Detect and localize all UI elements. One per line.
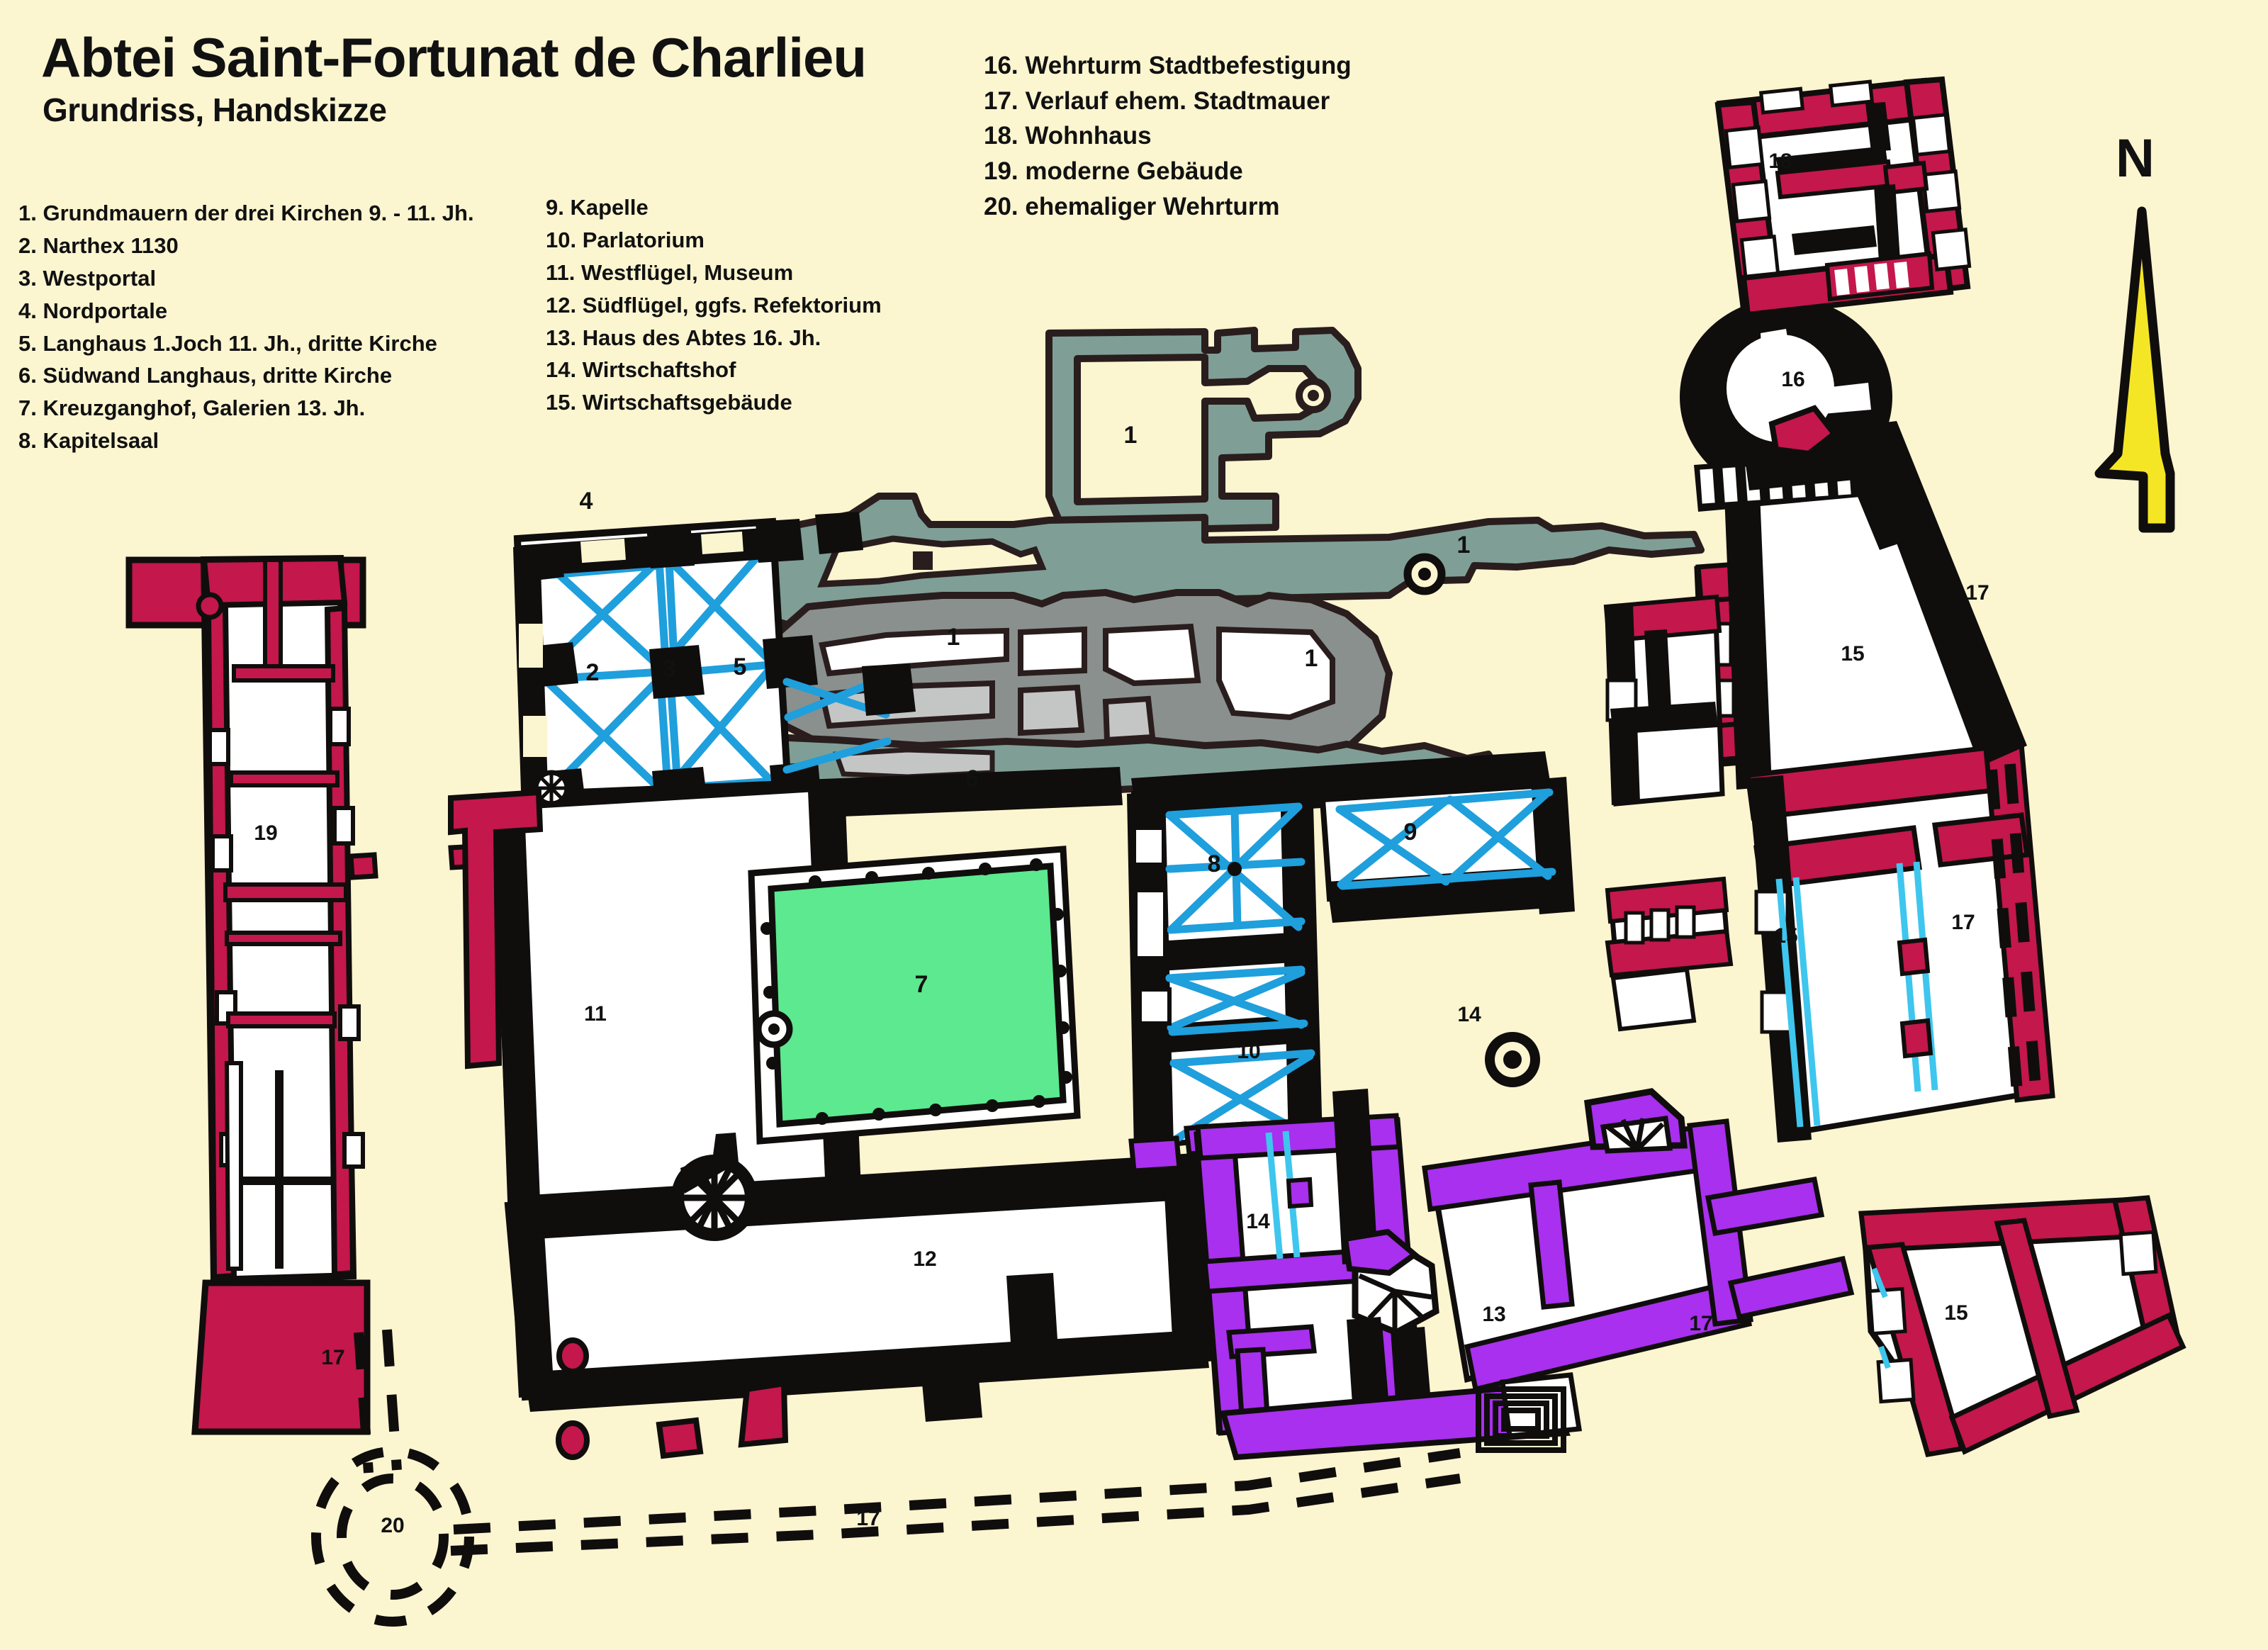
page-subtitle: Grundriss, Handskizze: [43, 91, 387, 128]
map-number-city-wall-17a: 17: [1965, 581, 1989, 605]
map-number-city-wall-17b: 17: [1951, 911, 1975, 934]
legend-column-2: 9. Kapelle 10. Parlatorium 11. Westflüge…: [546, 191, 882, 419]
legend-item: 9. Kapelle: [546, 195, 649, 220]
legend-item: 19. moderne Gebäude: [984, 157, 1243, 186]
legend-item: 18. Wohnhaus: [984, 122, 1152, 150]
map-number-north-portals-4: 4: [580, 488, 593, 515]
map-number-nave-bay-5: 5: [734, 653, 747, 680]
page-title: Abtei Saint-Fortunat de Charlieu: [41, 26, 867, 89]
north-label: N: [2116, 128, 2155, 189]
legend-item: 2. Narthex 1130: [18, 232, 179, 258]
legend-item: 1. Grundmauern der drei Kirchen 9. - 11.…: [18, 201, 474, 225]
map-number-city-tower-16: 16: [1781, 368, 1804, 391]
legend-item: 15. Wirtschaftsgebäude: [546, 390, 792, 415]
legend-item: 8. Kapitelsaal: [18, 428, 159, 454]
map-number-city-wall-17d: 17: [321, 1346, 344, 1369]
map-number-cloister-garth-7: 7: [915, 971, 928, 998]
legend-item: 12. Südflügel, ggfs. Refektorium: [546, 292, 882, 318]
map-number-church-nave-1: 1: [1124, 422, 1138, 449]
tower-16-city-fortification: [1680, 298, 1892, 512]
north-arrow-icon: [2094, 206, 2175, 533]
farm-buildings-15: [1603, 422, 2186, 1457]
legend-column-1: 1. Grundmauern der drei Kirchen 9. - 11.…: [18, 197, 474, 457]
cloister-garth-7-block: [748, 846, 1081, 1145]
map-number-south-wing-12: 12: [913, 1247, 936, 1271]
legend-item: 5. Langhaus 1.Joch 11. Jh., dritte Kirch…: [18, 330, 437, 356]
legend-item: 11. Westflügel, Museum: [546, 259, 794, 285]
map-number-city-wall-17c: 17: [1689, 1312, 1712, 1335]
map-number-chapter-house-8: 8: [1208, 851, 1221, 877]
map-number-farmyard-14: 14: [1457, 1003, 1481, 1026]
building-19-modern: [125, 554, 481, 1435]
church-foundations-1: [753, 327, 1705, 796]
map-number-narthex-2: 2: [586, 659, 600, 686]
map-number-church-crossing-1: 1: [947, 624, 960, 651]
map-number-modern-19: 19: [254, 821, 277, 845]
map-number-west-portal-3: 3: [663, 656, 676, 683]
map-number-farm-building-15c: 15: [1944, 1301, 1967, 1325]
legend-item: 3. Westportal: [18, 265, 157, 291]
map-number-south-wall-6: 6: [966, 765, 979, 792]
legend-item: 13. Haus des Abtes 16. Jh.: [546, 325, 821, 350]
legend-item: 10. Parlatorium: [546, 227, 704, 252]
city-wall-17: [311, 421, 2043, 1627]
map-number-chapel-9: 9: [1404, 819, 1418, 846]
legend-item: 4. Nordportale: [18, 298, 168, 323]
map-number-farm-building-15: 15: [1841, 642, 1864, 666]
legend-item: 17. Verlauf ehem. Stadtmauer: [984, 86, 1330, 115]
map-number-dwelling-18: 18: [1768, 150, 1792, 173]
well-symbol-icon: [1485, 1032, 1540, 1087]
map-number-farm-building-15b: 15: [1774, 924, 1797, 948]
map-number-church-east-1: 1: [1457, 532, 1471, 559]
east-range-8-9-10: [1127, 751, 1575, 1174]
map-number-city-wall-17e: 17: [856, 1507, 880, 1530]
map-number-church-choir-1: 1: [1305, 645, 1318, 672]
legend-item: 16. Wehrturm Stadtbefestigung: [984, 52, 1352, 79]
map-number-farmyard-14b: 14: [1246, 1210, 1270, 1233]
map-number-parlatorium-10: 10: [1237, 1040, 1260, 1063]
legend-column-3: 16. Wehrturm Stadtbefestigung 17. Verlau…: [984, 48, 1352, 224]
legend-item: 7. Kreuzganghof, Galerien 13. Jh.: [18, 395, 366, 421]
legend-item: 6. Südwand Langhaus, dritte Kirche: [18, 363, 393, 388]
legend-item: 20. ehemaliger Wehrturm: [984, 192, 1280, 220]
abbot-house-13-farmyard-14: [1194, 1088, 1855, 1461]
map-number-abbot-house-13: 13: [1482, 1303, 1505, 1326]
legend-item: 14. Wirtschaftshof: [546, 357, 736, 383]
dwelling-18: [1714, 76, 1972, 318]
map-number-former-tower-20: 20: [381, 1514, 404, 1537]
map-number-west-wing-11: 11: [584, 1002, 607, 1026]
